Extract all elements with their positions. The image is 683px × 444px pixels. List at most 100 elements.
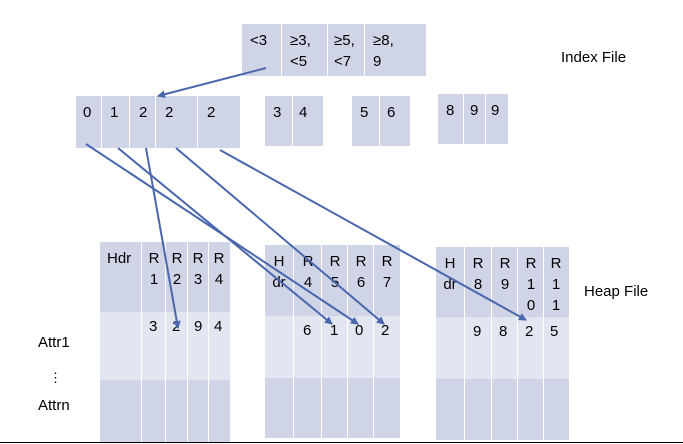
attrn-cell	[465, 379, 492, 440]
page-header-cell: R11	[544, 247, 569, 317]
leaf-entry-text: 1	[110, 104, 119, 121]
leaf-entry: 9	[486, 94, 508, 144]
leaf-entry-text: 2	[165, 104, 174, 121]
heap-file-label: Heap File	[584, 283, 649, 300]
attrn-cell	[142, 380, 166, 442]
attr1-cell: 0	[348, 316, 374, 378]
attrn-cell	[322, 378, 348, 438]
arrow-root-to-leaf	[157, 67, 267, 99]
leaf-entry-text: 5	[360, 104, 369, 121]
leaf-entry: 2	[198, 96, 240, 148]
leaf-entry-text: 9	[491, 102, 500, 119]
attrn-cell	[209, 380, 230, 442]
leaf-entry: 2	[130, 96, 156, 148]
attr1-value: 8	[499, 323, 508, 340]
attr1-value: 3	[149, 318, 158, 335]
page-header-cell: Hdr	[436, 247, 465, 317]
leaf-entry-text: 2	[139, 104, 148, 121]
page-header-cell: R1	[142, 242, 166, 312]
leaf-entry-text: 3	[273, 104, 282, 121]
attrn-cell	[294, 378, 322, 438]
index-key-text: <3	[250, 32, 268, 49]
attr1-cell	[265, 316, 294, 378]
index-key-cell: ≥5, <7	[328, 24, 365, 76]
page-header-cell: R8	[465, 247, 492, 317]
index-key-text: ≥3, <5	[290, 32, 311, 70]
leaf-entry-text: 8	[446, 102, 455, 119]
leaf-entry-text: 9	[470, 102, 479, 119]
attr1-label: Attr1	[38, 334, 70, 351]
attr1-value: 4	[214, 318, 223, 335]
leaf-entry-text: 6	[387, 104, 396, 121]
arrow-1-to-r5	[117, 147, 333, 325]
index-key-text: ≥8, 9	[373, 32, 394, 70]
page-header-text: R9	[499, 255, 511, 293]
page-header-text: R4	[213, 250, 225, 288]
index-key-cell: ≥8, 9	[365, 24, 426, 76]
index-key-cell: <3	[242, 24, 282, 76]
attrn-cell	[374, 378, 400, 438]
arrow-2-to-r7	[175, 147, 385, 325]
attr1-cell: 9	[188, 312, 209, 380]
attrn-cell	[100, 380, 142, 442]
attrn-cell	[518, 379, 544, 440]
page-header-cell: Hdr	[100, 242, 142, 312]
page-header-cell: R7	[374, 245, 400, 316]
attr1-value: 5	[550, 323, 559, 340]
page-header-cell: R9	[492, 247, 518, 317]
vertical-ellipsis: ⋮	[49, 370, 62, 385]
arrow-2-to-r10	[219, 149, 527, 321]
attr1-cell: 2	[518, 317, 544, 379]
attr1-cell: 6	[294, 316, 322, 378]
attr1-value: 2	[525, 323, 534, 340]
leaf-entry: 4	[293, 96, 323, 146]
index-key-cell: ≥3, <5	[282, 24, 328, 76]
attrn-cell	[166, 380, 188, 442]
page-header-text: R7	[381, 253, 393, 291]
index-key-text: ≥5, <7	[334, 32, 355, 70]
leaf-entry-text: 2	[207, 104, 216, 121]
page-header-text: R3	[192, 250, 204, 288]
leaf-entry: 9	[464, 94, 486, 144]
leaf-entry: 8	[438, 94, 464, 144]
page-header-cell: R3	[188, 242, 209, 312]
attr1-cell: 9	[465, 317, 492, 379]
leaf-entry: 0	[76, 96, 102, 148]
attr1-cell: 8	[492, 317, 518, 379]
bottom-rule	[0, 442, 683, 443]
attr1-value: 2	[381, 322, 390, 339]
attr1-cell	[436, 317, 465, 379]
attrn-cell	[188, 380, 209, 442]
index-file-label: Index File	[561, 49, 627, 66]
attrn-cell	[492, 379, 518, 440]
arrow-2-to-r2	[145, 147, 181, 329]
attr1-cell: 1	[322, 316, 348, 378]
leaf-entry: 6	[380, 96, 410, 146]
page-header-text: R2	[171, 250, 183, 288]
leaf-entry: 3	[265, 96, 293, 146]
leaf-entry: 5	[352, 96, 380, 146]
page-header-text: R10	[525, 255, 537, 314]
leaf-entry: 2	[156, 96, 198, 148]
leaf-entry-text: 4	[299, 104, 308, 121]
page-header-text: Hdr	[107, 250, 132, 267]
attr1-value: 9	[473, 323, 482, 340]
attr1-cell: 3	[142, 312, 166, 380]
page-header-text: R8	[472, 255, 484, 293]
attrn-cell	[348, 378, 374, 438]
attr1-value: 1	[330, 322, 339, 339]
leaf-entry-text: 0	[83, 104, 92, 121]
attr1-value: 6	[303, 322, 312, 339]
page-header-cell: R5	[322, 245, 348, 316]
attr1-cell: 5	[544, 317, 569, 379]
attr1-cell: 4	[209, 312, 230, 380]
page-header-text: R1	[148, 250, 160, 288]
attr1-cell	[100, 312, 142, 380]
attr1-value: 9	[194, 318, 203, 335]
page-header-text: R11	[550, 255, 562, 314]
page-header-cell: R10	[518, 247, 544, 317]
attr1-cell: 2	[374, 316, 400, 378]
attrn-cell	[265, 378, 294, 438]
attr1-value: 0	[355, 322, 364, 339]
